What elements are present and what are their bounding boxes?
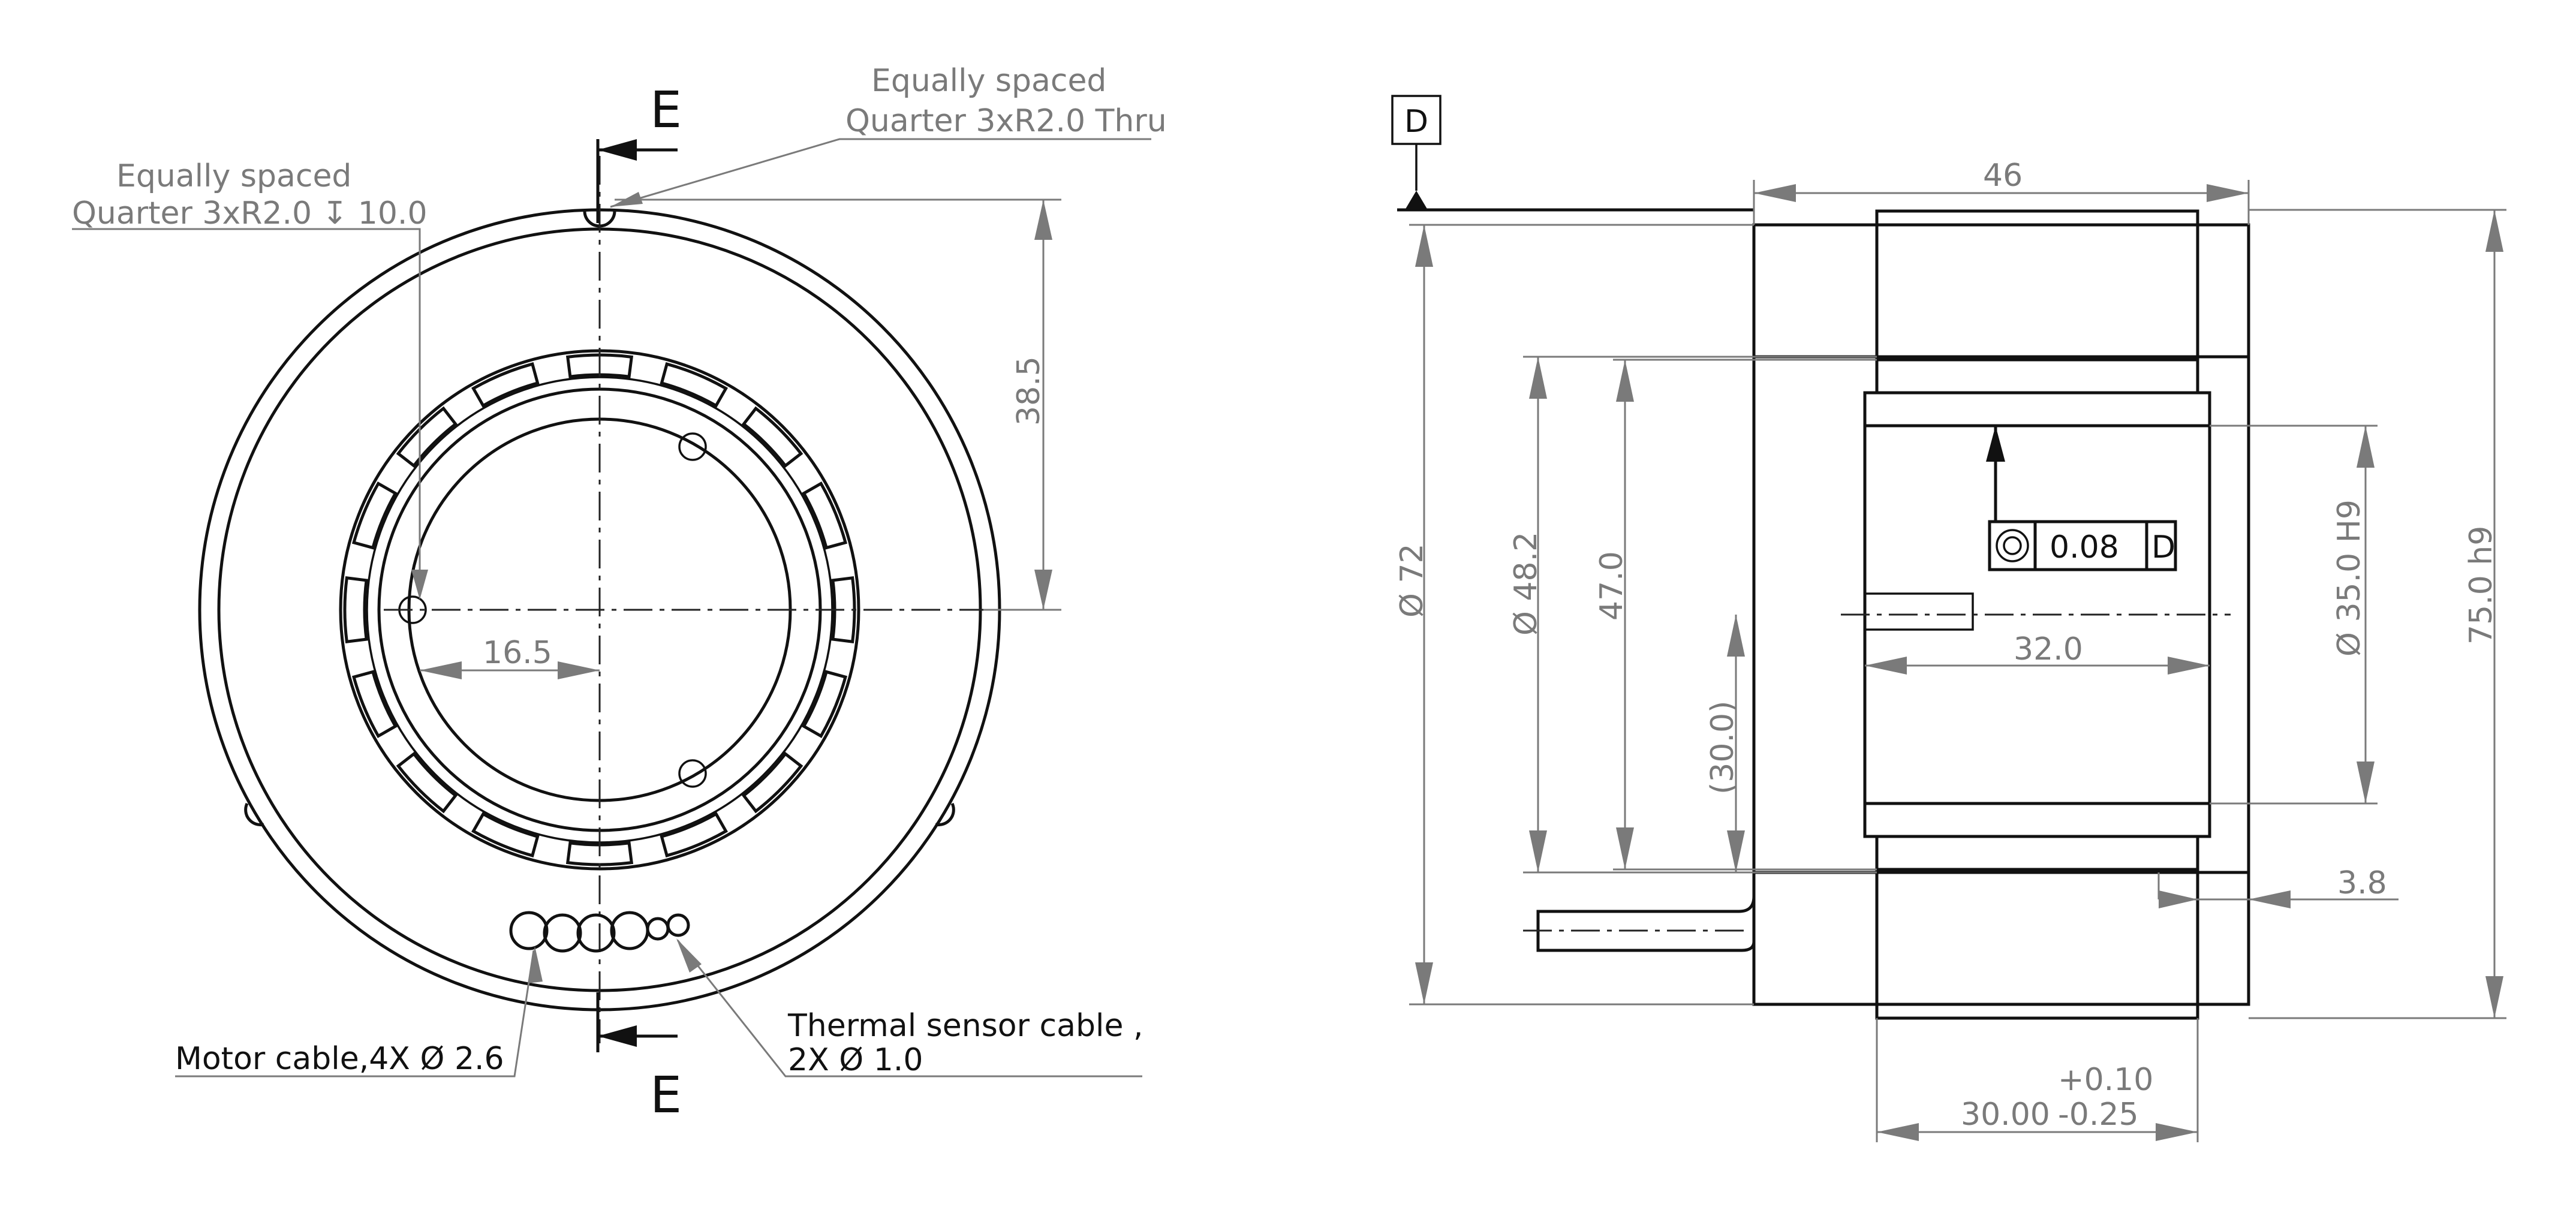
coil-slot bbox=[802, 481, 848, 550]
front-view: E E Equally spaced Quarter 3xR2.0 Thru E… bbox=[72, 63, 1167, 1124]
motor-cable bbox=[610, 911, 649, 950]
motor-cable-note: Motor cable,4X Ø 2.6 bbox=[175, 1041, 504, 1077]
coil-slot bbox=[351, 670, 398, 738]
side-hole-leader bbox=[72, 228, 421, 594]
stator-winding-bottom bbox=[1875, 871, 2199, 1020]
housing-bottom-left-hatch bbox=[1752, 871, 1879, 1006]
stator-winding-top bbox=[1875, 209, 2199, 359]
section-mark-top: E bbox=[596, 80, 682, 223]
top-hole-note-line2: Quarter 3xR2.0 Thru bbox=[845, 103, 1167, 139]
dim-75-label: 75.0 h9 bbox=[2463, 526, 2499, 645]
housing-top-left-hatch bbox=[1752, 223, 1879, 359]
coil-slot bbox=[471, 812, 540, 858]
dim-30-ref-label: (30.0) bbox=[1705, 701, 1741, 794]
thermal-sensor-cable bbox=[646, 917, 670, 941]
section-mark-bottom: E bbox=[596, 992, 682, 1124]
dim-3-8-label: 3.8 bbox=[2337, 865, 2387, 901]
coil-slot bbox=[396, 751, 458, 814]
lamination-top bbox=[1875, 358, 2199, 395]
side-hole-note-line2: Quarter 3xR2.0 ↧ 10.0 bbox=[72, 195, 428, 231]
datum-label: D bbox=[1404, 104, 1428, 140]
cable-bundle bbox=[509, 911, 690, 953]
dim-16-5-label: 16.5 bbox=[483, 635, 552, 671]
left-notch bbox=[244, 802, 264, 827]
feature-control-frame: 0.08 D bbox=[1988, 520, 2177, 571]
dim-47-label: 47.0 bbox=[1594, 551, 1630, 621]
section-label-top: E bbox=[650, 80, 682, 139]
internal-hole-bottom bbox=[678, 759, 707, 788]
coil-slots bbox=[343, 353, 856, 866]
coil-slot bbox=[396, 406, 458, 468]
rotor-sleeve-bottom-hatch bbox=[1863, 802, 2211, 838]
dim-30-tol-lower: -0.25 bbox=[2058, 1097, 2139, 1133]
motor-cable-leader bbox=[175, 950, 535, 1077]
section-view: D 46 bbox=[1391, 95, 2506, 1142]
thermal-cable-leader bbox=[676, 940, 1142, 1077]
housing-bottom-right-hatch bbox=[2196, 871, 2250, 1006]
housing-top-right-hatch bbox=[2196, 223, 2250, 359]
top-hole-leader bbox=[610, 138, 1151, 208]
dim-48-2-label: Ø 48.2 bbox=[1508, 532, 1544, 636]
coil-slot bbox=[565, 841, 634, 866]
dim-35-label: Ø 35.0 H9 bbox=[2331, 499, 2367, 657]
fcf-datum: D bbox=[2151, 529, 2175, 565]
coil-slot bbox=[741, 406, 804, 468]
thermal-sensor-cable bbox=[666, 913, 690, 937]
cable-exit bbox=[1536, 896, 1756, 952]
fcf-tolerance: 0.08 bbox=[2050, 529, 2119, 565]
right-notch bbox=[935, 802, 955, 827]
housing-body bbox=[1752, 223, 2250, 1006]
side-hole-note-line1: Equally spaced bbox=[116, 158, 351, 194]
rotor-sleeve-top-hatch bbox=[1863, 391, 2211, 428]
thermal-note-line1: Thermal sensor cable , bbox=[787, 1008, 1143, 1044]
coil-slot bbox=[741, 751, 804, 814]
dim-38-5-label: 38.5 bbox=[1011, 356, 1047, 426]
dim-30-label: 30.00 bbox=[1961, 1097, 2050, 1133]
coil-slot bbox=[660, 812, 728, 858]
thermal-note-line2: 2X Ø 1.0 bbox=[788, 1042, 923, 1078]
coil-slot bbox=[565, 353, 634, 378]
dim-32-label: 32.0 bbox=[2014, 631, 2083, 667]
coil-slot bbox=[660, 362, 728, 408]
dim-72-label: Ø 72 bbox=[1394, 543, 1430, 618]
dim-46-label: 46 bbox=[1983, 158, 2023, 194]
internal-hole-top bbox=[678, 432, 707, 461]
motor-cable bbox=[509, 911, 549, 950]
motor-cable bbox=[543, 913, 582, 953]
coil-slot bbox=[343, 576, 368, 644]
concentricity-icon bbox=[1996, 529, 2029, 562]
lamination-bottom bbox=[1875, 835, 2199, 871]
dim-30-tol-upper: +0.10 bbox=[2058, 1062, 2153, 1098]
coil-slot bbox=[471, 362, 540, 408]
coil-slot bbox=[831, 576, 856, 644]
key-slot bbox=[1864, 592, 1974, 631]
section-label-bottom: E bbox=[650, 1065, 682, 1124]
coil-slot bbox=[351, 481, 398, 550]
motor-cable bbox=[576, 913, 616, 953]
top-hole-note-line1: Equally spaced bbox=[871, 63, 1106, 99]
coil-slot bbox=[802, 670, 848, 738]
